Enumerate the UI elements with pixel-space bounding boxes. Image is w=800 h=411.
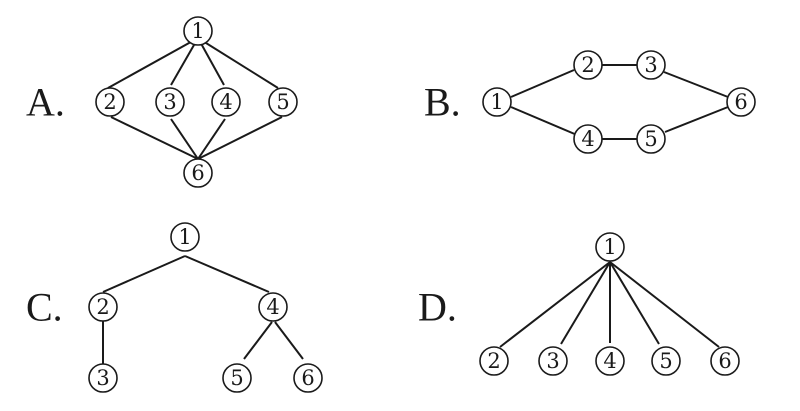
option-b-node-3: 3 xyxy=(636,50,666,80)
option-b-node-4: 4 xyxy=(573,124,603,154)
option-c-node-1: 1 xyxy=(170,222,200,252)
option-a-node-6: 6 xyxy=(183,158,213,188)
option-c-edge-1-2 xyxy=(102,255,186,293)
option-d-node-4: 4 xyxy=(595,346,625,376)
option-c-node-2-label: 2 xyxy=(96,295,109,319)
option-d-edge-1-5 xyxy=(609,261,660,345)
option-a-edge-4-6 xyxy=(197,118,226,160)
option-d-node-6: 6 xyxy=(710,346,740,376)
option-c-label: C. xyxy=(26,285,63,330)
option-d-node-2: 2 xyxy=(479,346,509,376)
option-c-edge-4-6 xyxy=(274,321,304,360)
option-c-edge-1-4 xyxy=(184,255,270,293)
option-d: D. 1 2 3 4 5 6 xyxy=(418,232,740,376)
option-b-node-2-label: 2 xyxy=(581,53,594,77)
option-a-node-1-label: 1 xyxy=(191,19,204,43)
option-b-edge-1-2 xyxy=(510,69,575,98)
option-a-node-5-label: 5 xyxy=(276,90,289,114)
option-a-node-2: 2 xyxy=(95,87,125,117)
option-b-node-6-label: 6 xyxy=(734,90,747,114)
option-d-edges xyxy=(499,261,720,348)
option-c-node-1-label: 1 xyxy=(178,225,191,249)
option-c-node-5-label: 5 xyxy=(230,366,243,390)
option-c-node-6-label: 6 xyxy=(301,366,314,390)
option-b: B. 1 2 3 4 5 6 xyxy=(424,50,756,154)
option-a-node-5: 5 xyxy=(268,87,298,117)
option-d-node-1-label: 1 xyxy=(603,235,616,259)
option-d-edge-1-3 xyxy=(560,261,611,345)
option-b-node-1-label: 1 xyxy=(490,90,503,114)
option-c-edges xyxy=(102,255,304,364)
option-c-node-2: 2 xyxy=(88,292,118,322)
option-a: A. 1 2 3 4 5 6 xyxy=(26,16,298,188)
option-d-node-5: 5 xyxy=(651,346,681,376)
option-d-node-6-label: 6 xyxy=(718,349,731,373)
option-a-edge-1-5 xyxy=(197,37,279,89)
option-c-node-5: 5 xyxy=(222,363,252,393)
option-d-label: D. xyxy=(418,285,457,330)
option-a-edge-3-6 xyxy=(170,118,199,160)
option-d-edge-1-2 xyxy=(499,261,611,348)
option-b-label: B. xyxy=(424,80,461,125)
option-a-edge-1-3 xyxy=(170,37,199,86)
option-b-edge-5-6 xyxy=(664,106,729,133)
option-b-node-2: 2 xyxy=(573,50,603,80)
option-a-edges xyxy=(107,37,283,160)
option-a-edge-1-2 xyxy=(107,37,199,89)
option-b-edge-1-4 xyxy=(510,106,578,136)
option-c-node-3: 3 xyxy=(88,363,118,393)
option-b-node-1: 1 xyxy=(482,87,512,117)
option-c: C. 1 2 3 4 5 6 xyxy=(26,222,323,393)
option-b-edges xyxy=(510,64,729,140)
option-a-edge-2-6 xyxy=(110,116,199,160)
option-d-node-1: 1 xyxy=(595,232,625,262)
option-c-node-4: 4 xyxy=(258,292,288,322)
option-a-edge-1-4 xyxy=(197,37,225,86)
option-a-label: A. xyxy=(26,80,65,125)
option-d-node-5-label: 5 xyxy=(659,349,672,373)
option-c-node-3-label: 3 xyxy=(96,366,109,390)
option-b-edge-3-6 xyxy=(663,71,729,98)
option-b-node-6: 6 xyxy=(726,87,756,117)
option-c-edge-4-5 xyxy=(243,321,273,360)
option-a-node-1: 1 xyxy=(183,16,213,46)
option-d-edge-1-6 xyxy=(609,261,720,348)
option-d-node-3-label: 3 xyxy=(546,349,559,373)
option-b-node-5: 5 xyxy=(636,124,666,154)
option-a-node-4: 4 xyxy=(211,87,241,117)
option-a-node-3: 3 xyxy=(155,87,185,117)
option-d-node-2-label: 2 xyxy=(487,349,500,373)
option-a-node-6-label: 6 xyxy=(191,161,204,185)
option-d-node-4-label: 4 xyxy=(603,349,616,373)
option-b-node-3-label: 3 xyxy=(644,53,657,77)
option-a-node-4-label: 4 xyxy=(219,90,232,114)
option-c-node-6: 6 xyxy=(293,363,323,393)
option-b-node-5-label: 5 xyxy=(644,127,657,151)
option-b-node-4-label: 4 xyxy=(581,127,594,151)
option-a-node-3-label: 3 xyxy=(163,90,176,114)
option-a-edge-5-6 xyxy=(197,116,283,160)
option-c-node-4-label: 4 xyxy=(266,295,279,319)
option-a-node-2-label: 2 xyxy=(103,90,116,114)
option-d-node-3: 3 xyxy=(538,346,568,376)
